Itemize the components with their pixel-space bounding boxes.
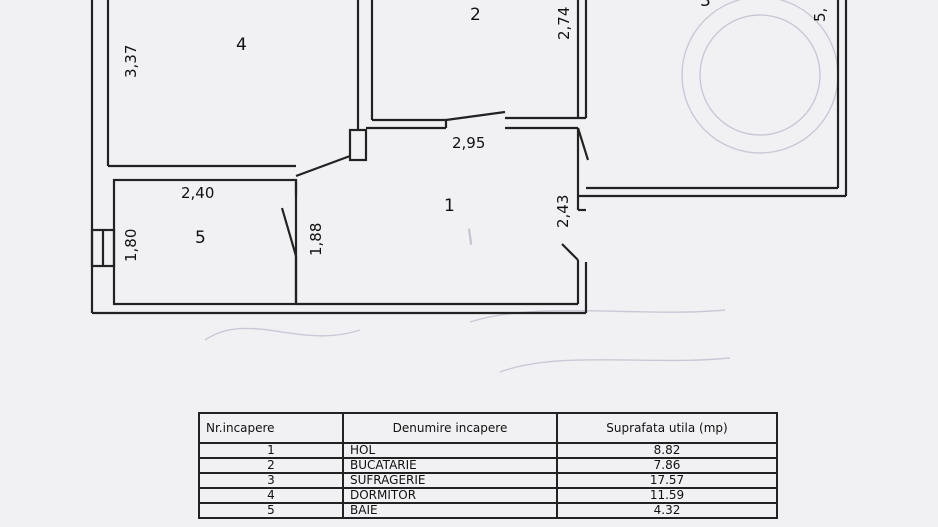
row-number: 2 — [198, 457, 344, 474]
official-stamp: I — [204, 0, 839, 373]
row-number: 1 — [198, 442, 344, 459]
row-number: 3 — [198, 472, 344, 489]
row-area: 11.59 — [556, 487, 778, 504]
col-header-number: Nr.incapere — [198, 412, 344, 444]
dimension-room4-height: 3,37 — [122, 45, 140, 78]
row-area: 7.86 — [556, 457, 778, 474]
table-row: 4 DORMITOR 11.59 — [198, 487, 778, 504]
row-name: BUCATARIE — [342, 457, 558, 474]
dimension-labels: 3,37 2,74 5, 2,95 2,40 1,80 1,88 2,43 — [122, 7, 829, 262]
row-area: 17.57 — [556, 472, 778, 489]
row-number: 5 — [198, 502, 344, 519]
row-area: 4.32 — [556, 502, 778, 519]
table-row: 1 HOL 8.82 — [198, 442, 778, 459]
row-name: BAIE — [342, 502, 558, 519]
dimension-hall-right-height: 2,43 — [554, 195, 572, 228]
col-header-area: Suprafata utila (mp) — [556, 412, 778, 444]
row-number: 4 — [198, 487, 344, 504]
table-row: 3 SUFRAGERIE 17.57 — [198, 472, 778, 489]
row-name: DORMITOR — [342, 487, 558, 504]
room-label-3: 3 — [700, 0, 711, 11]
row-name: HOL — [342, 442, 558, 459]
dimension-room2-height: 2,74 — [555, 7, 573, 40]
dimension-room5-width: 2,40 — [181, 184, 214, 202]
dimension-room5-height: 1,80 — [122, 229, 140, 262]
room-label-5: 5 — [195, 228, 206, 248]
dimension-hall-door-width: 2,95 — [452, 134, 485, 152]
table-row: 5 BAIE 4.32 — [198, 502, 778, 519]
room-labels: 4 2 3 1 5 — [195, 0, 711, 248]
dimension-room3-height: 5, — [811, 8, 829, 22]
table-header-row: Nr.incapere Denumire incapere Suprafata … — [198, 412, 778, 444]
room-label-2: 2 — [470, 5, 481, 25]
room-label-1: 1 — [444, 196, 455, 216]
table-row: 2 BUCATARIE 7.86 — [198, 457, 778, 474]
col-header-name: Denumire incapere — [342, 412, 558, 444]
room-area-table: Nr.incapere Denumire incapere Suprafata … — [198, 412, 778, 519]
walls — [90, 0, 848, 315]
dimension-hall-left-height: 1,88 — [307, 223, 325, 256]
svg-text:I: I — [465, 225, 475, 251]
row-area: 8.82 — [556, 442, 778, 459]
row-name: SUFRAGERIE — [342, 472, 558, 489]
room-label-4: 4 — [236, 35, 247, 55]
